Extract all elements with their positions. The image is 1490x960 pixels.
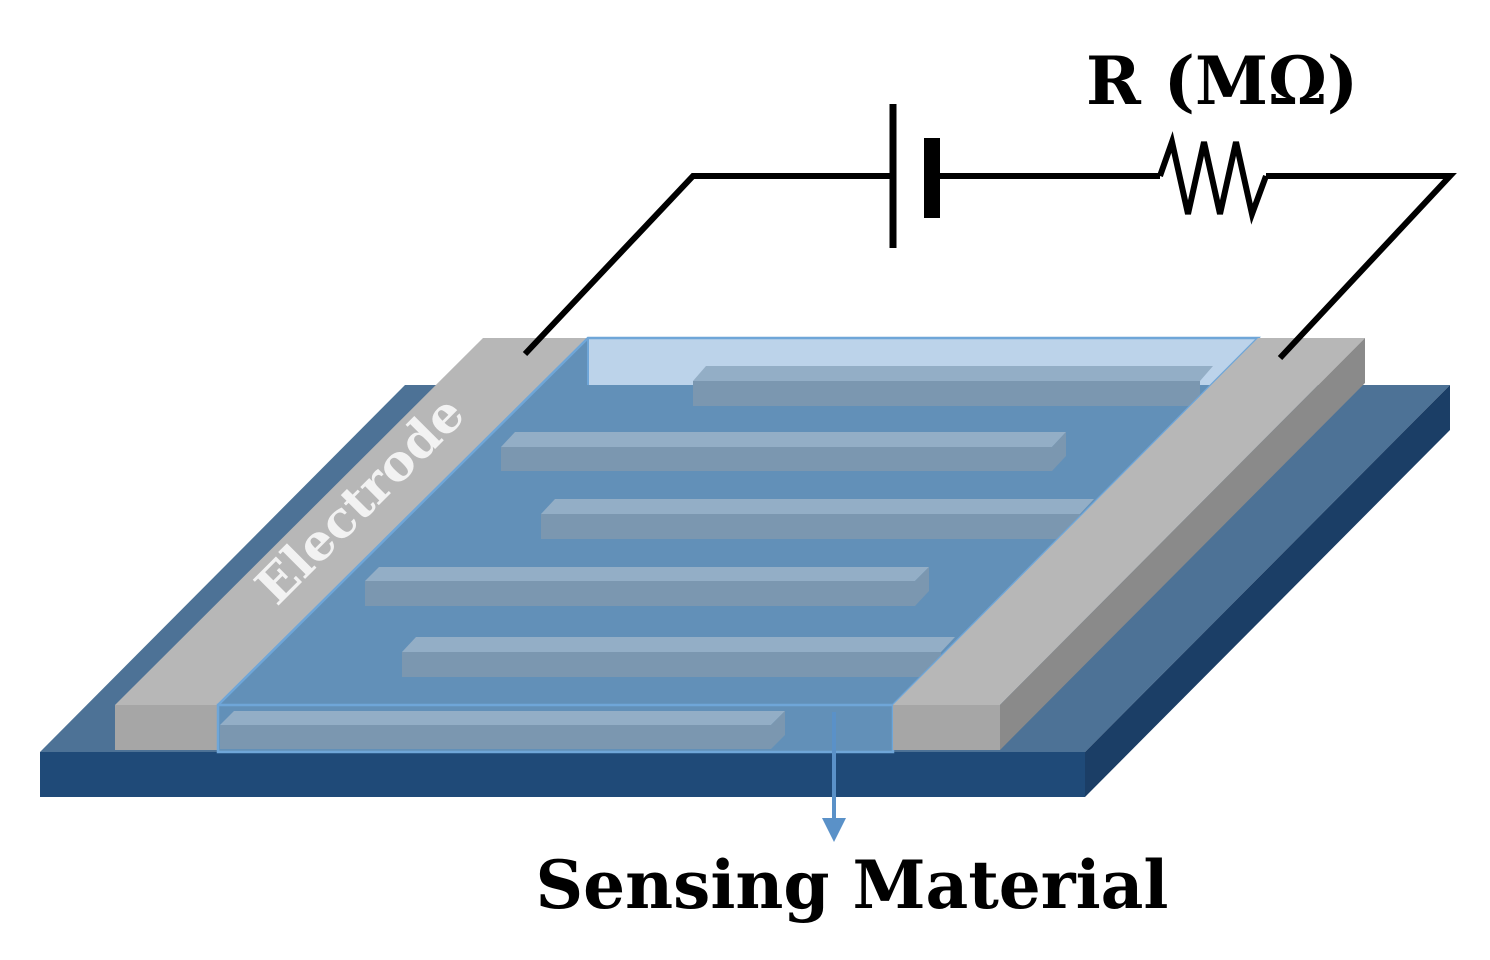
pointer-arrow-head (822, 818, 846, 842)
sensing-material-label: Sensing Material (536, 846, 1169, 924)
finger-2-front (501, 447, 1052, 471)
finger-4-side (915, 567, 929, 606)
left-electrode (115, 338, 590, 750)
finger-5-front (402, 652, 941, 677)
left-electrode-top-face (115, 338, 590, 705)
electrode-fingers (220, 366, 1213, 749)
finger-6-top (220, 711, 785, 725)
right-electrode-front-face (893, 705, 1000, 750)
resistor-symbol (1157, 131, 1269, 225)
wire-left (522, 173, 893, 357)
finger-1-front (693, 381, 1200, 406)
finger-4 (365, 567, 929, 606)
substrate-side-face (1085, 385, 1450, 797)
right-electrode-side-face (1000, 338, 1365, 750)
finger-5-top (402, 637, 955, 652)
finger-1 (693, 366, 1213, 406)
finger-2-side (1052, 432, 1066, 471)
substrate-front-face (40, 752, 1085, 797)
left-electrode-front-face (115, 705, 222, 750)
sensing-film-outline (216, 336, 1262, 754)
finger-6 (220, 711, 785, 749)
finger-3-front (541, 514, 1080, 539)
sensing-material-pointer (822, 712, 846, 842)
finger-1-top (693, 366, 1213, 381)
finger-4-top (365, 567, 929, 581)
circuit (522, 104, 1457, 361)
finger-5 (402, 637, 955, 677)
finger-2 (501, 432, 1066, 471)
finger-3 (541, 499, 1094, 539)
finger-2-top (501, 432, 1066, 447)
finger-4-front (365, 581, 915, 606)
resistance-label: R (MΩ) (1086, 42, 1358, 120)
right-electrode (893, 338, 1365, 750)
finger-3-top (541, 499, 1094, 514)
finger-6-side (771, 711, 785, 749)
finger-6-front (220, 725, 771, 749)
right-electrode-top-face (893, 338, 1365, 705)
wire-right (1266, 173, 1457, 361)
